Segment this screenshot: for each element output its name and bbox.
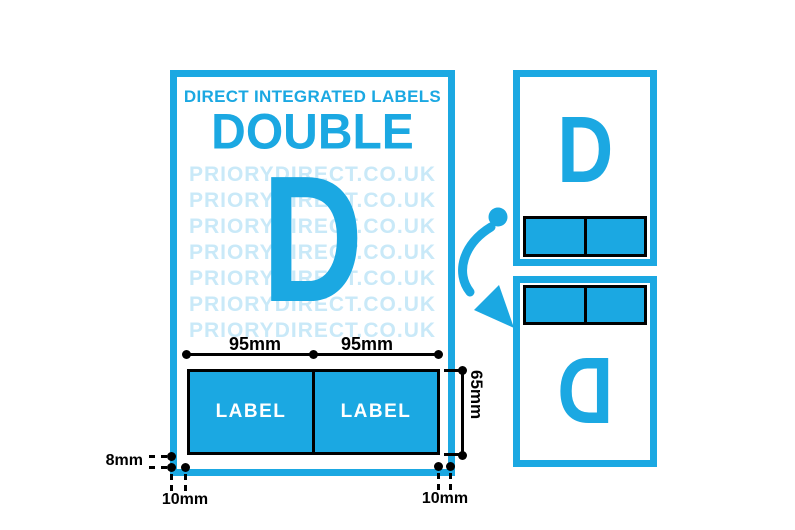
thumbnail-front-letter: D xyxy=(556,97,614,203)
watermark-row: PRIORYDIRECT.CO.UK xyxy=(188,319,437,342)
height-dimension-stub-top xyxy=(444,369,464,372)
left-margin-dash xyxy=(184,474,187,491)
thumbnail-front: D xyxy=(513,70,657,266)
watermark-row: PRIORYDIRECT.CO.UK xyxy=(188,293,437,316)
thumbnail-back: D xyxy=(513,276,657,467)
bottom-gap-dash xyxy=(149,466,167,469)
height-dimension-stub-bottom xyxy=(444,453,464,456)
bottom-gap-label: 8mm xyxy=(105,452,143,469)
dimension-dot xyxy=(309,350,318,359)
label-right: LABEL xyxy=(315,369,440,455)
height-label: 65mm xyxy=(467,370,486,420)
thumbnail-label xyxy=(586,285,647,325)
dimension-dot xyxy=(181,463,190,472)
dimension-dot xyxy=(458,366,467,375)
watermark-row: PRIORYDIRECT.CO.UK xyxy=(188,241,437,264)
thumbnail-label xyxy=(523,216,587,257)
label-left-text: LABEL xyxy=(215,401,287,422)
watermark-row: PRIORYDIRECT.CO.UK xyxy=(188,215,437,238)
dimension-dot xyxy=(167,463,176,472)
dimension-dot xyxy=(167,452,176,461)
width-left-label: 95mm xyxy=(228,334,282,354)
height-dimension-line xyxy=(461,370,464,455)
right-margin-dash xyxy=(449,473,452,490)
right-margin-label: 10mm xyxy=(421,490,469,507)
bottom-gap-dash xyxy=(149,455,167,458)
right-margin-dash xyxy=(437,473,440,490)
thumbnail-front-labels xyxy=(523,216,647,257)
dimension-dot xyxy=(458,451,467,460)
width-right-label: 95mm xyxy=(340,334,394,354)
sheet-header-text: DIRECT INTEGRATED LABELS xyxy=(183,87,442,106)
label-right-text: LABEL xyxy=(340,401,412,422)
thumbnail-back-labels xyxy=(523,285,647,325)
thumbnail-back-letter-area: D xyxy=(520,325,650,460)
watermark-row: PRIORYDIRECT.CO.UK xyxy=(188,163,437,186)
sheet-title: DOUBLE xyxy=(211,104,414,161)
watermark-row: PRIORYDIRECT.CO.UK xyxy=(188,267,437,290)
left-margin-label: 10mm xyxy=(161,491,209,508)
thumbnail-front-letter-area: D xyxy=(520,77,650,216)
thumbnail-label xyxy=(586,216,647,257)
dimension-dot xyxy=(434,462,443,471)
label-left: LABEL xyxy=(187,369,315,455)
watermark-rows: PRIORYDIRECT.CO.UK PRIORYDIRECT.CO.UK PRIO… xyxy=(177,162,448,344)
left-margin-dash xyxy=(170,474,173,491)
dimension-dot xyxy=(434,350,443,359)
dimension-dot xyxy=(182,350,191,359)
label-sheet-front: DIRECT INTEGRATED LABELS DOUBLE PRIORYDI… xyxy=(170,70,455,476)
thumbnail-label xyxy=(523,285,587,325)
flip-arrow-icon xyxy=(458,207,514,328)
sheet-letter: D xyxy=(261,139,364,340)
thumbnail-back-letter-rotated: D xyxy=(556,337,614,443)
watermark-row: PRIORYDIRECT.CO.UK xyxy=(188,189,437,212)
label-strip: LABEL LABEL xyxy=(187,369,440,455)
dimension-dot xyxy=(446,462,455,471)
